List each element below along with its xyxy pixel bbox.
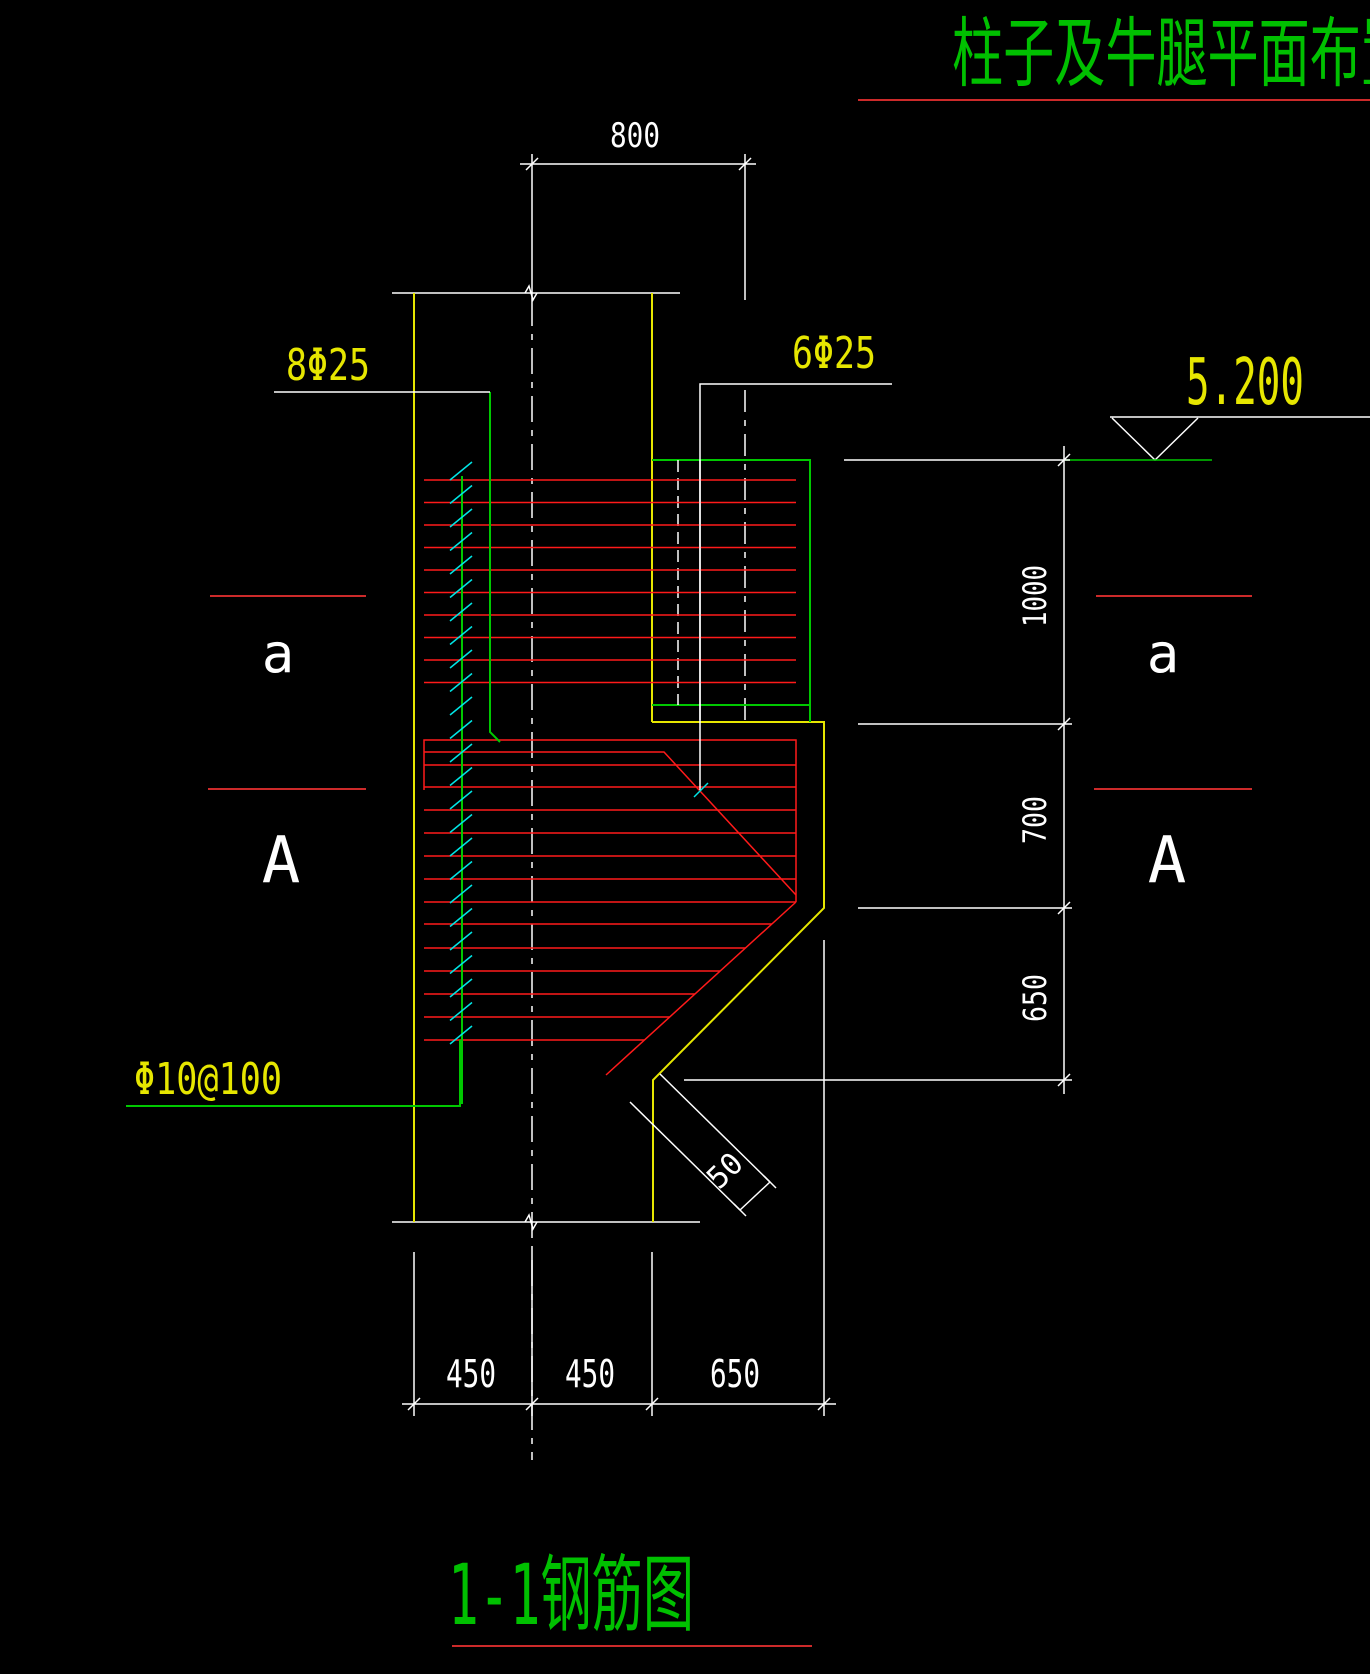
stirrup-tick (449, 978, 473, 998)
label-8phi25: 8Φ25 (286, 340, 370, 391)
top-dimension (520, 154, 756, 300)
stirrup-tick (449, 766, 473, 787)
dim-right-700: 700 (1016, 796, 1054, 844)
dim-right-1000: 1000 (1016, 565, 1054, 627)
stirrup-tick (449, 1025, 473, 1045)
stirrup-tick (449, 884, 473, 904)
header-title-group: 柱子及牛腿平面布置 (858, 9, 1370, 101)
stirrup-tick (449, 931, 473, 951)
elevation-value: 5.200 (1186, 346, 1304, 420)
left-main-bar (461, 392, 501, 1104)
dim-top-800: 800 (610, 116, 660, 156)
chamfer-dimension (629, 1073, 777, 1217)
stirrup-ticks (449, 461, 473, 1045)
stirrup-tick (449, 907, 473, 928)
stirrup-tick (449, 743, 473, 763)
concrete-outline (413, 293, 825, 1222)
dim-bottom-450-b: 450 (565, 1352, 615, 1396)
stirrup-tick (449, 719, 473, 740)
corbel-bent-bars (423, 739, 797, 1076)
label-phi10-100: Φ10@100 (134, 1054, 282, 1105)
leader-phi10 (126, 1040, 461, 1107)
section-mark-right-A: A (1148, 824, 1187, 898)
section-mark-left-a: a (262, 622, 295, 685)
stirrup-tick (449, 696, 473, 716)
drawing-title: 1-1钢筋图 (448, 1546, 694, 1644)
stirrup-tick (449, 1001, 473, 1022)
stirrup-tick (449, 649, 473, 669)
label-6phi25: 6Φ25 (792, 328, 876, 379)
dim-bottom-450-a: 450 (446, 1352, 496, 1396)
dim-bottom-650: 650 (710, 1352, 760, 1396)
stirrup-tick (449, 508, 473, 528)
stirrup-tick (449, 578, 473, 599)
section-cut-lines (208, 595, 1252, 790)
section-mark-right-a: a (1147, 622, 1180, 685)
stirrup-tick (449, 531, 473, 552)
stirrup-tick (449, 484, 473, 505)
stirrup-tick (449, 625, 473, 646)
section-mark-left-A: A (262, 824, 301, 898)
stirrup-tick (449, 860, 473, 881)
header-title: 柱子及牛腿平面布置 (952, 9, 1370, 98)
stirrup-tick (449, 837, 473, 857)
stirrup-tick (449, 602, 473, 622)
dim-chamfer-50: 50 (700, 1146, 750, 1196)
stirrup-tick (449, 813, 473, 834)
stirrup-tick (449, 672, 473, 693)
bottom-dimension-chain (402, 940, 836, 1416)
dim-right-650: 650 (1016, 974, 1054, 1022)
stirrup-tick (449, 954, 473, 975)
elevation-marker (1065, 416, 1370, 462)
break-lines (392, 284, 700, 1231)
leader-6phi25 (693, 383, 892, 798)
column-stirrups (424, 479, 796, 1041)
stirrup-tick (449, 555, 473, 575)
stirrup-tick (449, 790, 473, 810)
stirrup-tick (449, 461, 473, 481)
right-dimension-chain (684, 446, 1072, 1094)
